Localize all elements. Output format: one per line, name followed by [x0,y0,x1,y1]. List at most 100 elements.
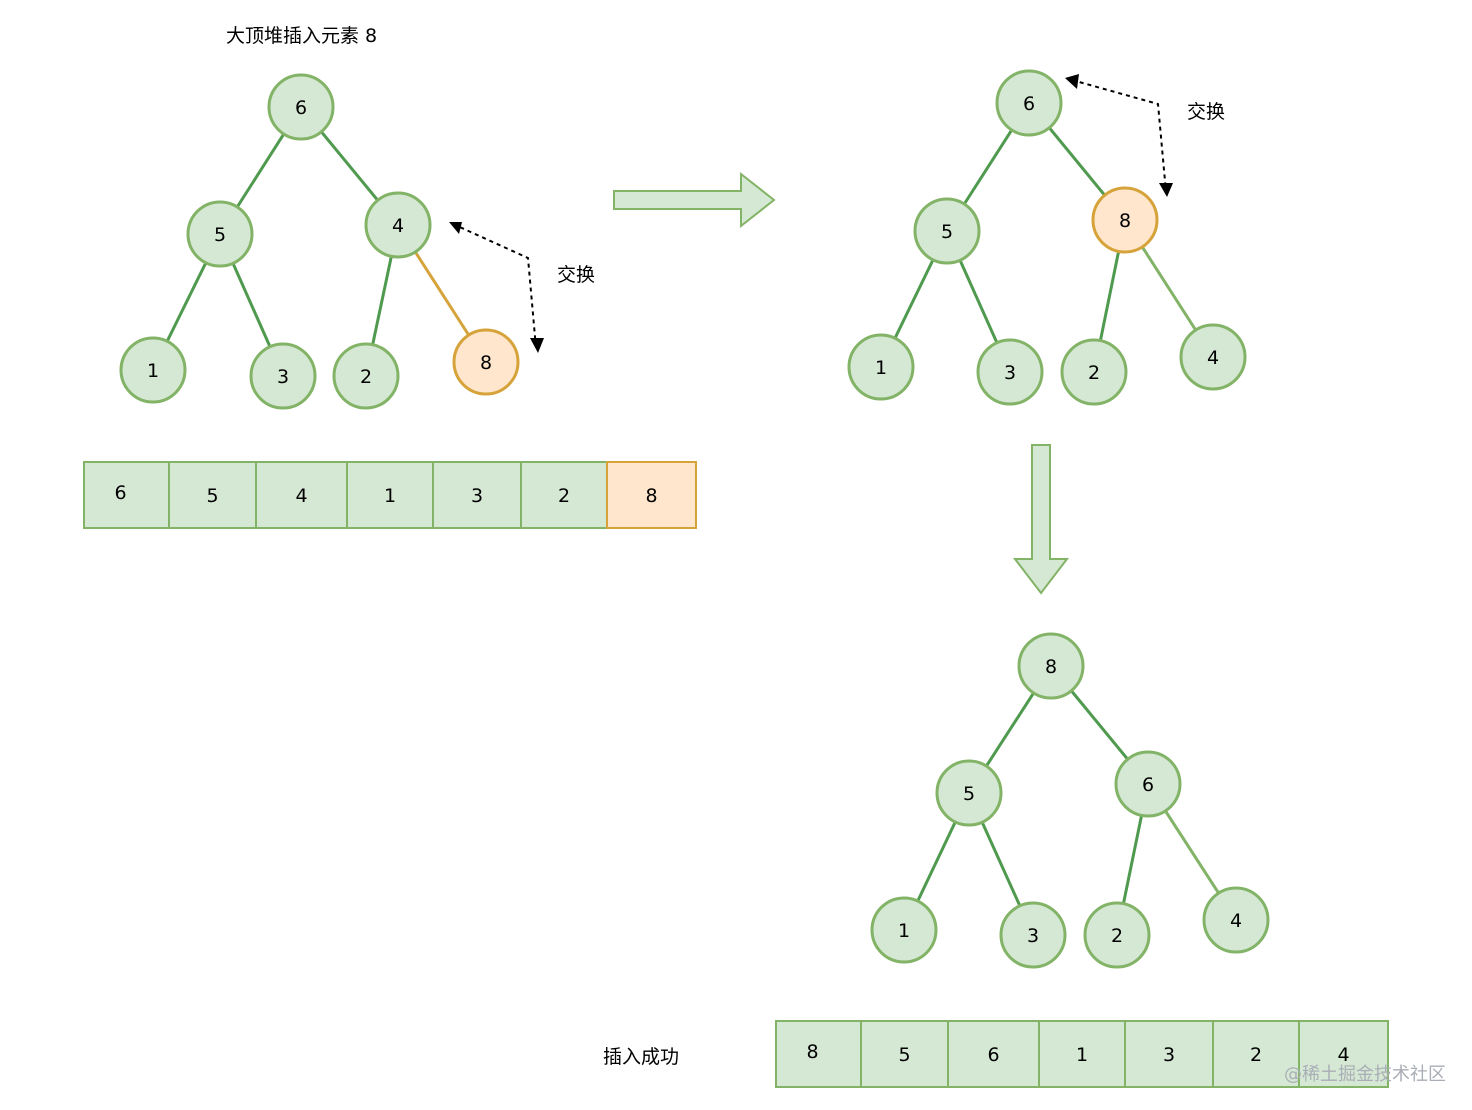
tree-node-label: 3 [1027,925,1039,947]
tree-node-circle [1179,323,1247,391]
array-cell-label: 8 [806,1041,818,1063]
watermark: @稀土掘金技术社区 [1284,1064,1446,1085]
tree-node-circle [249,342,317,410]
nodes-layer: 6 5 4 1 3 2 8 6 5 8 1 3 2 4 8 5 6 1 3 2 4 [119,69,1270,969]
array-cell-highlighted [606,461,697,529]
tree-node: 6 [995,69,1063,137]
array-cell [947,1020,1040,1088]
tree-node-circle [999,901,1067,969]
tree-node-circle [364,191,432,259]
tree-node-circle [1114,750,1182,818]
tree-node-label: 5 [963,783,975,805]
tree-node: 2 [1060,338,1128,406]
swap-arrow-1-head-top [449,222,462,234]
array-cell-label: 4 [1337,1044,1349,1066]
swap-arrow-1-head-bottom [530,338,544,353]
tree-node-label: 1 [898,920,910,942]
tree-node: 5 [935,759,1003,827]
right-block-arrow [613,171,776,229]
array-cell-label: 2 [558,485,570,507]
tree-node: 3 [999,901,1067,969]
array-final: 8 5 6 1 3 2 4 [775,1020,1389,1088]
array-cell-label: 1 [384,485,396,507]
array-initial: 6 5 4 1 3 2 8 [83,461,697,529]
tree-node-highlighted: 8 [1091,186,1159,254]
array-cell [83,461,170,529]
tree-node-circle [870,896,938,964]
tree-node-label: 8 [480,352,492,374]
array-cell [168,461,257,529]
tree-node: 5 [186,200,254,268]
tree-node-circle [119,336,187,404]
success-label: 插入成功 [603,1046,680,1068]
array-cell-label: 5 [898,1044,910,1066]
tree-node-label: 6 [1023,93,1035,115]
tree-node: 1 [870,896,938,964]
tree-node-highlighted: 8 [452,328,520,396]
array-cell-label: 6 [114,482,126,504]
tree-node: 1 [847,333,915,401]
tree-node-label: 3 [1004,362,1016,384]
tree-node-label: 3 [277,366,289,388]
tree-node-label: 2 [1088,362,1100,384]
tree-node-label: 4 [1207,347,1219,369]
array-cell-label: 3 [1163,1044,1175,1066]
array-cell-label: 8 [645,485,657,507]
array-cell-label: 1 [1076,1044,1088,1066]
array-cell [346,461,434,529]
tree-node: 4 [1202,886,1270,954]
array-cell-label: 3 [471,485,483,507]
tree-node-circle [976,338,1044,406]
swap-arrow-2-head-bottom [1159,183,1173,197]
array-cell [775,1020,862,1088]
arrays-layer: 6 5 4 1 3 2 8 8 5 6 1 3 2 4 [83,461,1389,1088]
tree-node: 3 [976,338,1044,406]
tree-node-label: 8 [1045,656,1057,678]
tree-node-label: 4 [1230,910,1242,932]
tree-node-circle [935,759,1003,827]
array-cell-label: 2 [1250,1044,1262,1066]
tree-node: 1 [119,336,187,404]
tree-node: 4 [364,191,432,259]
tree-node-circle [995,69,1063,137]
tree-node-label: 8 [1119,210,1131,232]
down-block-arrow [1012,444,1070,595]
swap-arrow-1 [452,223,537,349]
swap-arrow-2 [1071,79,1167,193]
tree-node-circle [1202,886,1270,954]
tree-node-label: 5 [214,224,226,246]
tree-node-label: 1 [147,360,159,382]
diagram-title: 大顶堆插入元素 8 [226,25,378,47]
tree-node-label: 2 [360,366,372,388]
array-cell [1124,1020,1214,1088]
tree-node-circle [1083,901,1151,969]
tree-node-circle [452,328,520,396]
tree-node: 8 [1017,632,1085,700]
swap-label-1: 交换 [557,264,596,286]
array-cell [1298,1020,1389,1088]
tree-node-circle [267,73,335,141]
tree-node-circle [1017,632,1085,700]
tree-node-circle [332,342,400,410]
tree-node: 6 [267,73,335,141]
tree-node-label: 6 [1142,774,1154,796]
tree-node-circle [1060,338,1128,406]
array-cell-label: 6 [987,1044,999,1066]
swap-arrow-2-head-top [1065,74,1079,89]
array-cell [860,1020,949,1088]
tree-node-circle [186,200,254,268]
array-cell-label: 5 [206,485,218,507]
tree-node-label: 4 [392,215,404,237]
array-cell [255,461,348,529]
tree-node-label: 6 [295,97,307,119]
array-cell-label: 4 [295,485,307,507]
tree-node-label: 5 [941,221,953,243]
swap-label-2: 交换 [1187,101,1226,123]
tree-node: 6 [1114,750,1182,818]
tree-node-circle [1091,186,1159,254]
tree-node: 2 [332,342,400,410]
tree-node-circle [913,197,981,265]
tree-node: 2 [1083,901,1151,969]
array-cell [1038,1020,1126,1088]
